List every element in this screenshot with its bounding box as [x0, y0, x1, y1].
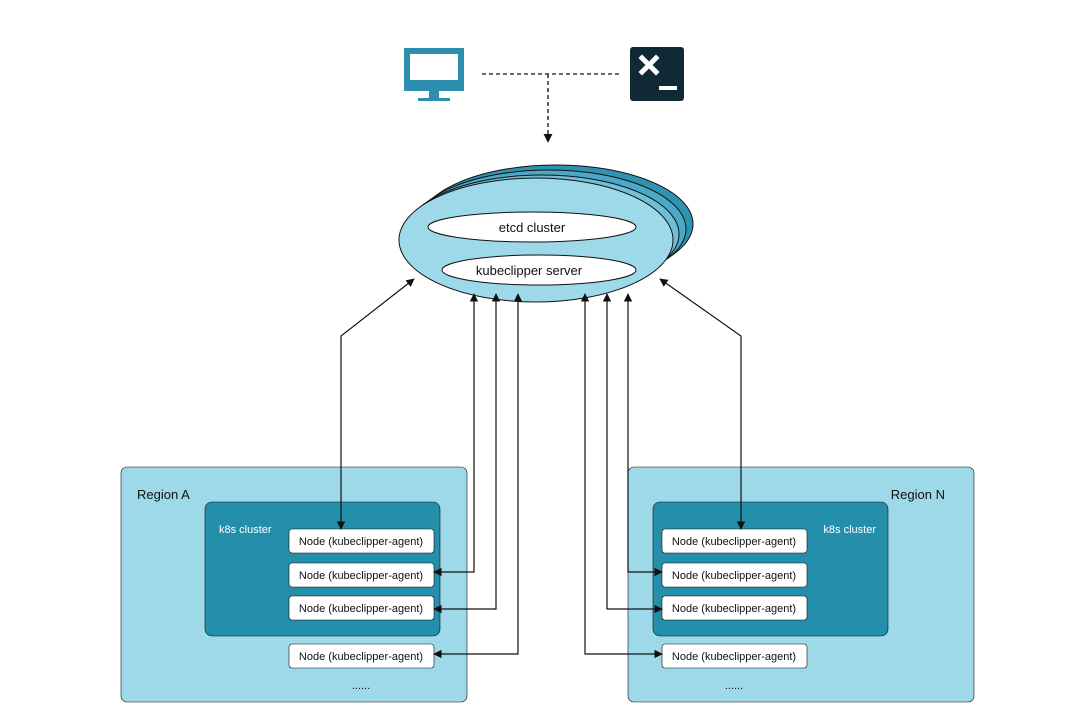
region-a-node-label: Node (kubeclipper-agent)	[299, 536, 423, 548]
connector	[580, 293, 663, 659]
region-a-more: ......	[352, 680, 370, 692]
client-connector	[482, 73, 620, 143]
region-n-node-label: Node (kubeclipper-agent)	[672, 603, 796, 615]
region-n-node-label: Node (kubeclipper-agent)	[672, 651, 796, 663]
region-a-title: Region A	[137, 487, 190, 502]
region-a-node-label: Node (kubeclipper-agent)	[299, 603, 423, 615]
region-n-node-label: Node (kubeclipper-agent)	[672, 536, 796, 548]
etcd-cluster-label: etcd cluster	[499, 220, 566, 235]
region-a-connectors	[336, 278, 523, 659]
region-a-node-label: Node (kubeclipper-agent)	[299, 570, 423, 582]
connector	[336, 278, 415, 530]
region-a-cluster-label: k8s cluster	[219, 524, 272, 536]
region-n-connectors	[580, 278, 746, 659]
region-n: Region N k8s cluster Node (kubeclipper-a…	[627, 466, 975, 703]
kubeclipper-server	[441, 254, 637, 286]
connector	[433, 293, 523, 659]
monitor-icon	[404, 48, 464, 101]
region-n-cluster-label: k8s cluster	[823, 524, 876, 536]
region-a: Region A k8s cluster Node (kubeclipper-a…	[120, 466, 468, 703]
region-n-node-label: Node (kubeclipper-agent)	[672, 570, 796, 582]
kubeclipper-server-disc: etcd cluster kubeclipper server	[398, 164, 694, 303]
connector	[659, 278, 746, 530]
region-n-title: Region N	[891, 487, 945, 502]
terminal-icon	[630, 47, 684, 101]
region-a-node-label: Node (kubeclipper-agent)	[299, 651, 423, 663]
kubeclipper-server-label: kubeclipper server	[476, 263, 583, 278]
region-n-more: ......	[725, 680, 743, 692]
etcd-cluster	[427, 211, 637, 243]
